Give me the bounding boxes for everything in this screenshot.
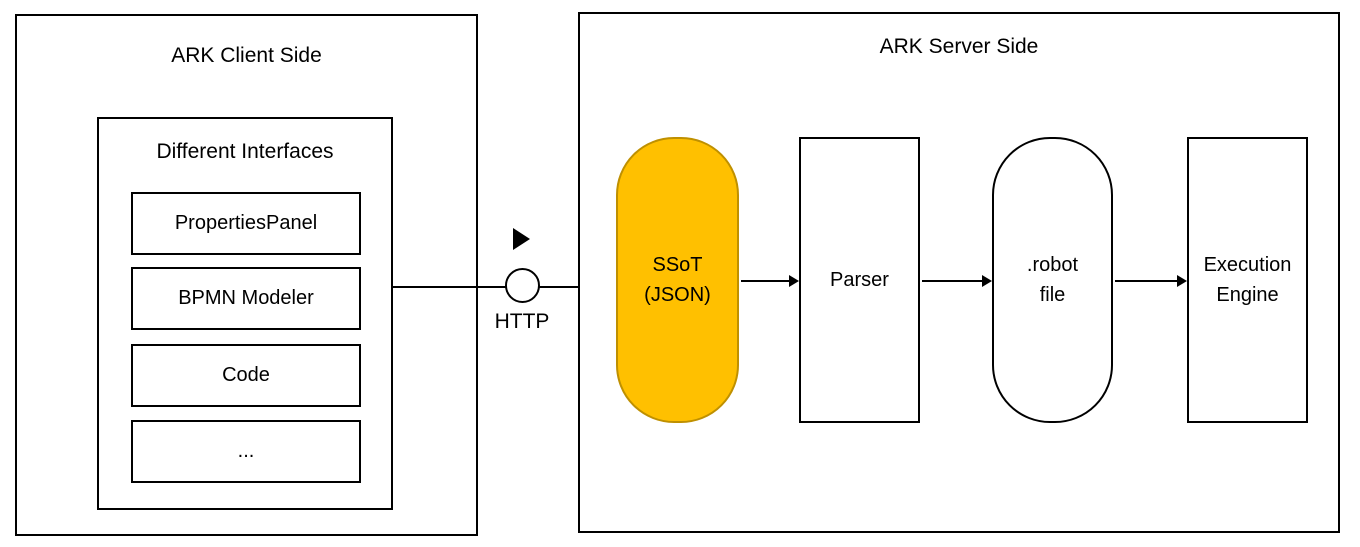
robot-file-label-line1: .robot bbox=[1026, 254, 1079, 276]
interface-item-label: Code bbox=[222, 364, 270, 386]
interface-item-more: ... bbox=[131, 420, 361, 483]
execution-engine-node: Execution Engine bbox=[1187, 137, 1308, 423]
ssot-label-line2: (JSON) bbox=[644, 284, 711, 306]
interface-item-label: ... bbox=[237, 440, 255, 462]
parser-label: Parser bbox=[830, 269, 889, 291]
arrow-robot-to-engine bbox=[1115, 280, 1177, 282]
execution-engine-label-line1: Execution bbox=[1203, 254, 1292, 276]
interface-item-propertiespanel: PropertiesPanel bbox=[131, 192, 361, 255]
arrow-parser-to-robot bbox=[922, 280, 982, 282]
parser-node: Parser bbox=[799, 137, 920, 423]
interface-item-label: BPMN Modeler bbox=[178, 287, 314, 309]
arrowhead-icon bbox=[789, 275, 799, 287]
interface-item-bpmn-modeler: BPMN Modeler bbox=[131, 267, 361, 330]
ssot-node: SSoT (JSON) bbox=[616, 137, 739, 423]
server-side-title: ARK Server Side bbox=[879, 35, 1039, 58]
interfaces-title: Different Interfaces bbox=[156, 140, 334, 163]
interface-item-label: PropertiesPanel bbox=[174, 212, 318, 234]
robot-file-label-line2: file bbox=[1039, 284, 1066, 306]
arrowhead-icon bbox=[1177, 275, 1187, 287]
http-label: HTTP bbox=[494, 310, 550, 333]
arrow-ssot-to-parser bbox=[741, 280, 789, 282]
robot-file-node: .robot file bbox=[992, 137, 1113, 423]
play-triangle-icon bbox=[513, 228, 530, 250]
client-side-title: ARK Client Side bbox=[171, 44, 322, 67]
ssot-label-line1: SSoT bbox=[652, 254, 703, 276]
interface-item-code: Code bbox=[131, 344, 361, 407]
connector-circle bbox=[505, 268, 540, 303]
execution-engine-label-line2: Engine bbox=[1216, 284, 1279, 306]
arrowhead-icon bbox=[982, 275, 992, 287]
